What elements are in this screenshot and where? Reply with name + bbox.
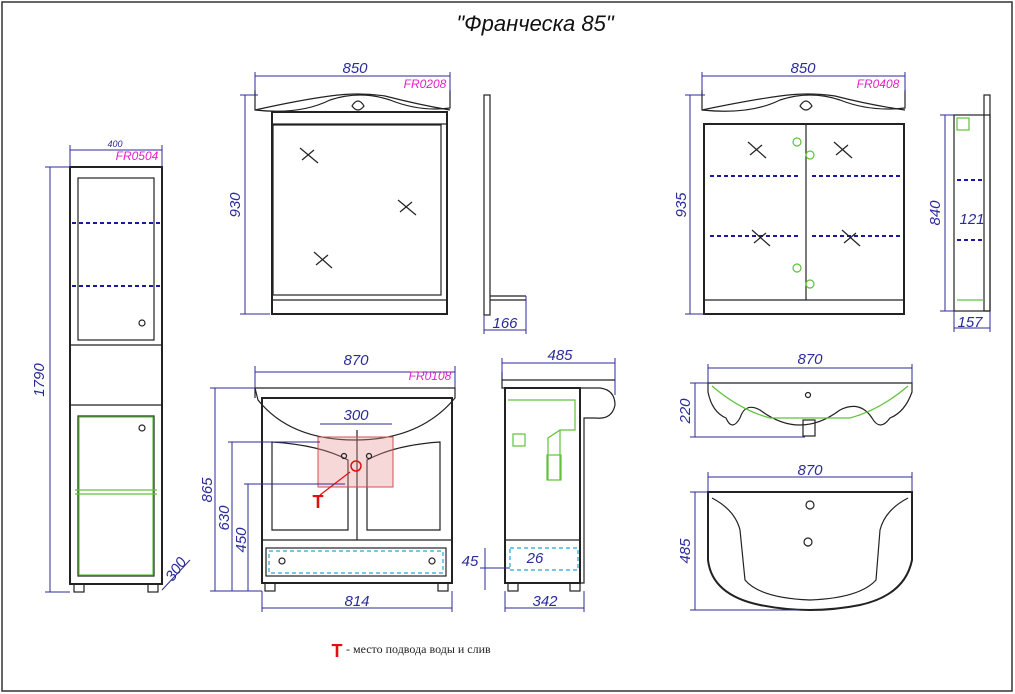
mirror-width-label: 850	[342, 60, 368, 77]
mirror-height-label: 930	[227, 192, 244, 218]
mirror-cabinet-view: 850 FR0408 935 840 121 157	[673, 60, 991, 332]
legend-text: - место подвода воды и слив	[346, 642, 491, 656]
vanity-height-630-label: 630	[216, 505, 233, 531]
tall-cabinet-height-label: 1790	[31, 363, 48, 397]
vanity-front-view: T 870 FR0108 300 865 630 450 814	[199, 352, 456, 612]
vanity-height-total-label: 865	[199, 477, 216, 503]
mirror-code: FR0208	[404, 77, 447, 91]
vanity-water-marker: T	[313, 492, 324, 512]
mirror-cabinet-height-label: 935	[673, 192, 690, 218]
mirror-cabinet-inner-label: 121	[959, 211, 984, 228]
basin-top-depth-label: 485	[677, 538, 694, 564]
mirror-cabinet-width-label: 850	[790, 60, 816, 77]
tall-cabinet-code: FR0504	[116, 149, 159, 163]
basin-front-height-label: 220	[677, 398, 694, 425]
legend: T - место подвода воды и слив	[332, 641, 492, 661]
mirror-cabinet-code: FR0408	[857, 77, 900, 91]
vanity-side-view: 485 342 45 26	[462, 347, 616, 612]
drawing-title: "Франческа 85"	[456, 11, 614, 36]
vanity-side-drawer-height-label: 26	[526, 550, 544, 567]
mirror-view: 850 FR0208 930 166	[227, 60, 527, 334]
basin-front-width-label: 870	[797, 351, 823, 368]
vanity-base-width-label: 814	[344, 593, 369, 610]
basin-front-view: 870 220	[677, 351, 913, 438]
mirror-cabinet-depth-label: 157	[957, 314, 983, 331]
mirror-depth-label: 166	[492, 315, 518, 332]
basin-top-view: 870 485	[677, 462, 913, 611]
vanity-code: FR0108	[409, 369, 452, 383]
vanity-top-width-label: 870	[343, 352, 369, 369]
legend-marker: T	[332, 641, 343, 661]
vanity-side-base-depth-label: 342	[532, 593, 558, 610]
tall-cabinet-width-label: 400	[107, 139, 122, 149]
basin-top-width-label: 870	[797, 462, 823, 479]
vanity-height-450-label: 450	[233, 527, 250, 553]
tall-cabinet-depth-label: 300	[162, 554, 191, 585]
tall-cabinet-view: 400 FR0504 1790 300	[31, 139, 191, 593]
vanity-side-top-depth-label: 485	[547, 347, 573, 364]
vanity-offset-label: 300	[343, 407, 369, 424]
mirror-cabinet-side-height-label: 840	[927, 200, 944, 226]
vanity-side-drawer-offset-label: 45	[462, 553, 479, 570]
